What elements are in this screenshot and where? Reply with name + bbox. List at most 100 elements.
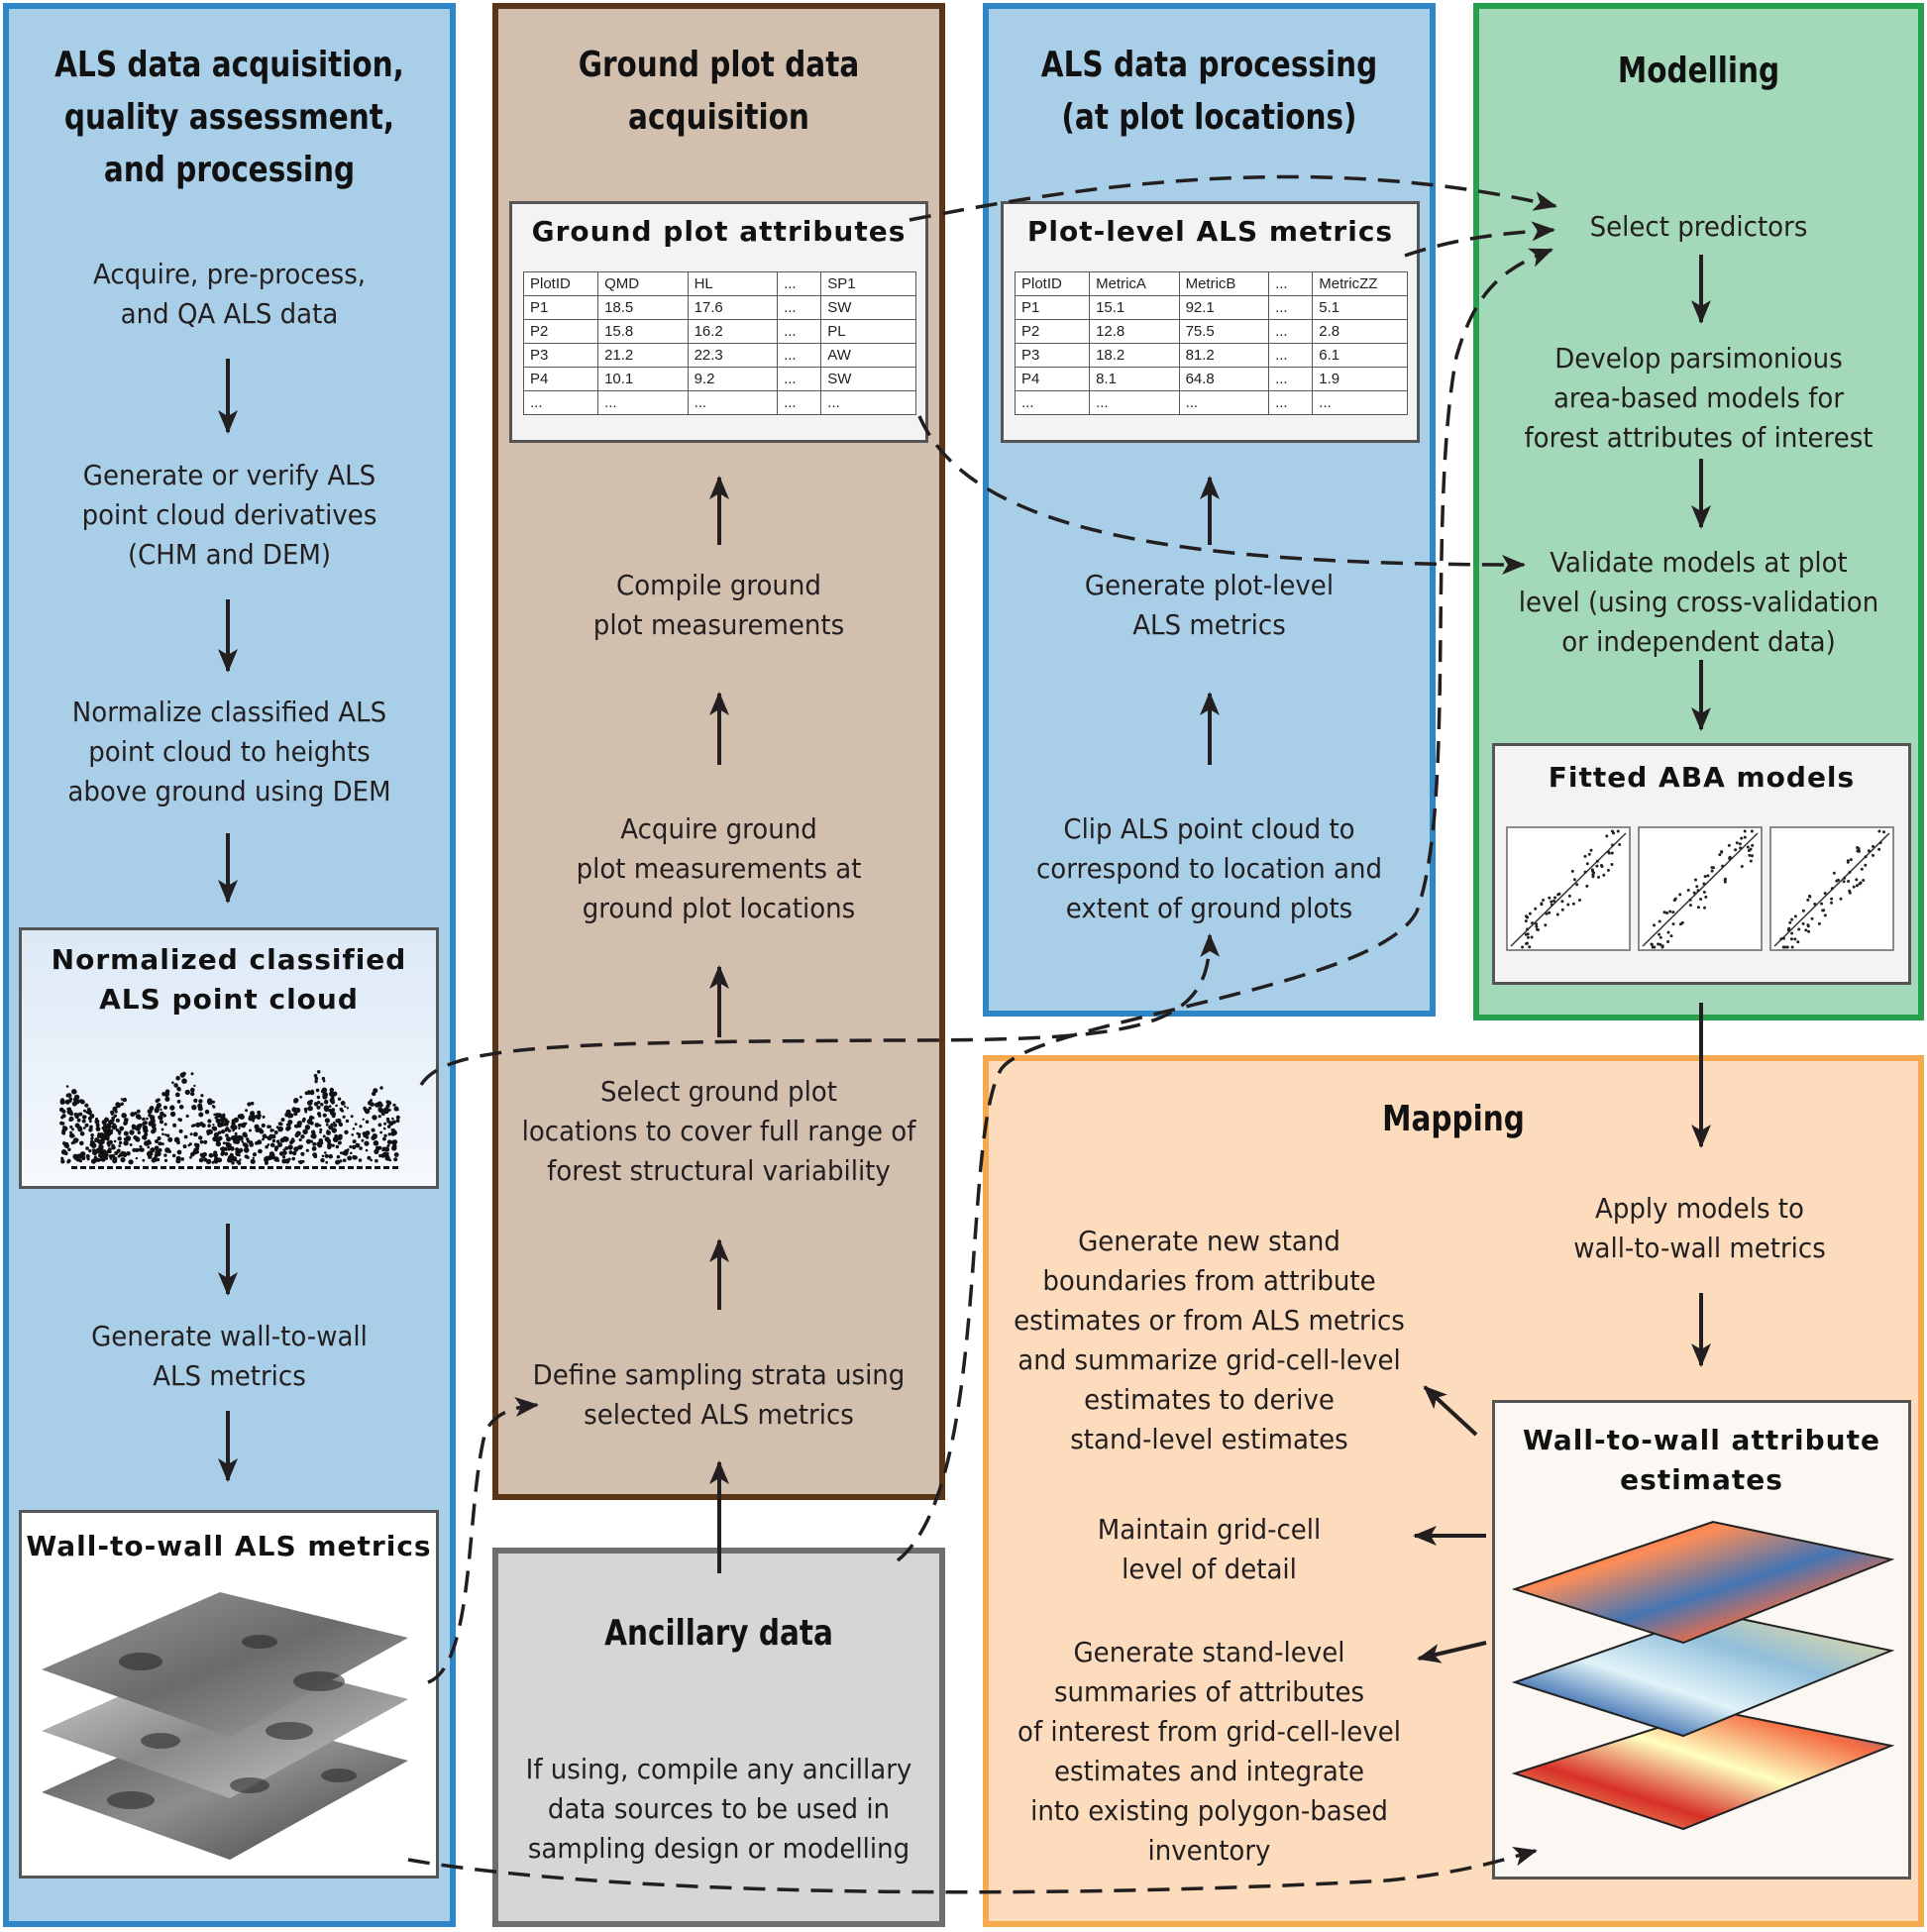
point-cloud-point: [267, 1143, 270, 1146]
scatterplot-point: [1797, 927, 1801, 931]
scatterplot-point: [1521, 945, 1525, 949]
scatterplot-point: [1872, 853, 1874, 857]
point-cloud-point: [117, 1136, 122, 1141]
scatterplot-fit-line: [1642, 832, 1759, 947]
point-cloud-point: [314, 1079, 318, 1084]
point-cloud-point: [326, 1138, 332, 1144]
scatterplot-point: [1548, 911, 1552, 914]
point-cloud-point: [211, 1161, 215, 1164]
point-cloud-point: [166, 1133, 170, 1137]
scatterplot-point: [1688, 898, 1692, 902]
point-cloud-point: [190, 1087, 195, 1093]
point-cloud-point: [331, 1143, 335, 1147]
table-cell: 18.5: [597, 295, 689, 320]
point-cloud-point: [241, 1140, 245, 1143]
scatterplot-point: [1566, 903, 1570, 907]
point-cloud-point: [200, 1094, 204, 1098]
point-cloud-point: [148, 1140, 152, 1145]
point-cloud-point: [322, 1113, 327, 1118]
point-cloud-point: [234, 1134, 238, 1138]
point-cloud-point: [391, 1120, 396, 1125]
point-cloud-point: [257, 1139, 263, 1145]
point-cloud-point: [304, 1125, 311, 1130]
point-cloud-point: [316, 1095, 321, 1100]
table-cell: ...: [1014, 390, 1091, 415]
point-cloud-point: [104, 1152, 109, 1158]
point-cloud-point: [338, 1160, 341, 1164]
point-cloud-point: [178, 1128, 183, 1133]
point-cloud-point: [82, 1109, 86, 1113]
scatterplot-point: [1728, 855, 1732, 859]
point-cloud-point: [215, 1118, 221, 1124]
attribute-map-layers: [1511, 1520, 1895, 1831]
scatterplot-point: [1710, 869, 1714, 873]
scatterplot-point: [1779, 937, 1783, 941]
point-cloud-point: [316, 1105, 321, 1110]
scatterplot-point: [1659, 935, 1662, 939]
point-cloud-point: [212, 1126, 218, 1131]
point-cloud-point: [207, 1124, 211, 1127]
point-cloud-point: [275, 1126, 279, 1129]
table-cell: P1: [522, 295, 599, 320]
point-cloud-point: [388, 1109, 391, 1112]
point-cloud-point: [69, 1125, 73, 1129]
point-cloud-point: [61, 1122, 65, 1126]
point-cloud-point: [60, 1159, 65, 1164]
point-cloud-point: [300, 1134, 305, 1139]
table-cell: 17.6: [687, 295, 779, 320]
scatterplot-point: [1801, 909, 1805, 912]
point-cloud-point: [388, 1158, 392, 1162]
point-cloud-point: [60, 1149, 67, 1155]
point-cloud-point: [148, 1121, 155, 1127]
point-cloud-point: [359, 1146, 363, 1150]
scatterplot-point: [1696, 889, 1700, 893]
point-cloud-point: [96, 1133, 102, 1138]
point-cloud-point: [221, 1150, 225, 1154]
point-cloud-point: [252, 1119, 255, 1123]
point-cloud-point: [370, 1158, 374, 1162]
point-cloud-point: [156, 1157, 161, 1162]
table-cell: PlotID: [1014, 271, 1091, 296]
attribute-layer-top: [1511, 1520, 1895, 1645]
point-cloud-point: [295, 1107, 301, 1114]
scatterplot-point: [1666, 940, 1670, 943]
point-cloud-point: [378, 1103, 382, 1107]
point-cloud-point: [299, 1095, 303, 1099]
point-cloud-point: [86, 1157, 90, 1161]
point-cloud-point: [109, 1157, 113, 1160]
point-cloud-point: [115, 1103, 121, 1109]
ground-point: [294, 1166, 300, 1169]
point-cloud-point: [393, 1106, 399, 1112]
point-cloud-point: [204, 1109, 210, 1115]
point-cloud-point: [197, 1106, 203, 1112]
point-cloud-point: [118, 1144, 122, 1147]
point-cloud-point: [148, 1109, 153, 1114]
scatterplot-point: [1782, 936, 1785, 940]
scatterplot-point: [1535, 922, 1539, 926]
point-cloud-point: [175, 1155, 181, 1161]
point-cloud-point: [224, 1146, 229, 1151]
point-cloud-point: [222, 1141, 226, 1145]
scatterplot-point: [1653, 923, 1656, 927]
scatterplot-point: [1606, 868, 1610, 872]
point-cloud-point: [140, 1147, 145, 1152]
scatterplot-point: [1611, 843, 1615, 847]
point-cloud-point: [329, 1091, 335, 1097]
point-cloud-point: [352, 1144, 357, 1150]
table-cell: 18.2: [1089, 343, 1180, 368]
point-cloud-point: [352, 1127, 356, 1130]
point-cloud-point: [386, 1139, 392, 1145]
point-cloud-point: [213, 1131, 219, 1137]
point-cloud-point: [320, 1089, 325, 1094]
point-cloud-point: [207, 1119, 212, 1124]
point-cloud-point: [250, 1101, 255, 1106]
scatterplot-point: [1688, 904, 1692, 908]
point-cloud-point: [358, 1158, 363, 1162]
scatterplot-point: [1751, 854, 1754, 858]
point-cloud-point: [146, 1151, 152, 1156]
point-cloud-point: [325, 1123, 329, 1127]
point-cloud-point: [289, 1140, 293, 1145]
